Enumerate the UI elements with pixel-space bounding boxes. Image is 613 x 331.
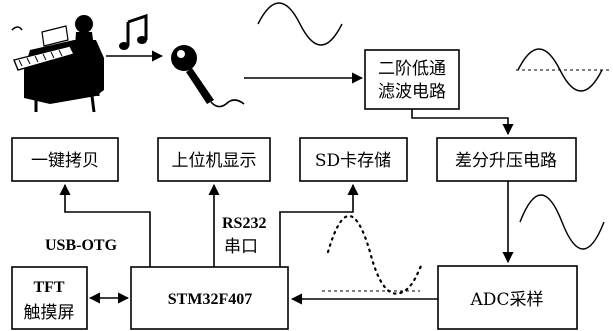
- arrow-mcu-to-copy: [65, 185, 150, 267]
- one-key-copy-block: 一键拷贝: [12, 138, 118, 181]
- sd-storage-block: SD卡存储: [300, 138, 407, 181]
- sampled-wave-icon: [322, 216, 422, 294]
- sd-storage-label: SD卡存储: [315, 151, 391, 171]
- rs232-label: RS232: [222, 215, 266, 232]
- copy-label: 一键拷贝: [31, 151, 99, 171]
- filter-label-line2: 滤波电路: [378, 82, 446, 102]
- tft-label-line1: TFT: [33, 279, 64, 296]
- diff-boost-label: 差分升压电路: [455, 151, 557, 171]
- adc-sampling-block: ADC采样: [438, 266, 577, 329]
- microphone-icon: [171, 45, 244, 107]
- serial-label: 串口: [224, 237, 258, 257]
- mcu-block: STM32F407: [131, 267, 288, 329]
- tft-touchscreen-block: TFT 触摸屏: [12, 267, 87, 329]
- arrow-filter-to-boost: [412, 109, 508, 134]
- pc-display-label: 上位机显示: [172, 151, 257, 171]
- pc-display-block: 上位机显示: [158, 138, 270, 181]
- arrow-mcu-to-sd: [280, 185, 353, 267]
- lowpass-filter-block: 二阶低通 滤波电路: [365, 50, 459, 109]
- mcu-label: STM32F407: [168, 291, 252, 308]
- differential-boost-block: 差分升压电路: [437, 138, 576, 181]
- music-note-icon: [119, 16, 147, 50]
- adc-label: ADC采样: [470, 290, 544, 310]
- boosted-wave-icon: [520, 195, 604, 249]
- tft-label-line2: 触摸屏: [24, 303, 75, 323]
- usb-otg-label: USB-OTG: [45, 237, 118, 254]
- sine-wave-icon: [258, 3, 342, 45]
- filter-label-line1: 二阶低通: [378, 59, 446, 79]
- filtered-wave-icon: [516, 49, 610, 91]
- piano-player-icon: [12, 15, 104, 112]
